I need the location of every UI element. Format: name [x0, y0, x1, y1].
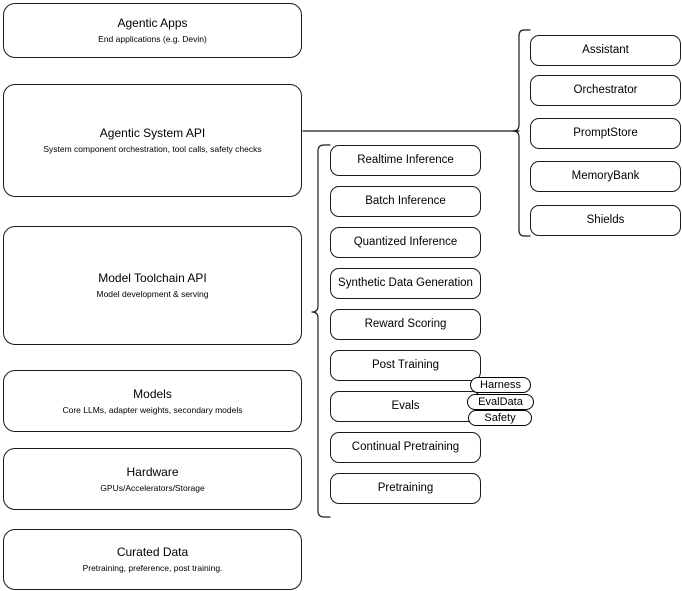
layer-title: Agentic System API [99, 126, 206, 140]
layer-subtitle: Core LLMs, adapter weights, secondary mo… [62, 404, 243, 415]
component-synthetic-data-generation[interactable]: Synthetic Data Generation [330, 268, 481, 299]
component-label: Shields [586, 214, 625, 226]
component-label: Continual Pretraining [351, 441, 460, 453]
component-label: Pretraining [377, 482, 434, 494]
component-batch-inference[interactable]: Batch Inference [330, 186, 481, 217]
layer-model-toolchain-api[interactable]: Model Toolchain API Model development & … [3, 226, 302, 345]
component-label: Post Training [371, 359, 440, 371]
layer-subtitle: System component orchestration, tool cal… [43, 144, 262, 154]
component-orchestrator[interactable]: Orchestrator [530, 75, 681, 106]
brace-system-components [512, 29, 531, 237]
layer-subtitle: GPUs/Accelerators/Storage [100, 482, 205, 493]
layer-agentic-system-api[interactable]: Agentic System API System component orch… [3, 84, 302, 197]
component-continual-pretraining[interactable]: Continual Pretraining [330, 432, 481, 463]
component-label: Assistant [582, 44, 629, 56]
component-quantized-inference[interactable]: Quantized Inference [330, 227, 481, 258]
component-promptstore[interactable]: PromptStore [530, 118, 681, 149]
component-realtime-inference[interactable]: Realtime Inference [330, 145, 481, 176]
component-label: Reward Scoring [364, 318, 447, 330]
layer-agentic-apps[interactable]: Agentic Apps End applications (e.g. Devi… [3, 3, 302, 58]
brace-toolchain-components [311, 144, 331, 518]
layer-title: Hardware [126, 464, 179, 479]
component-label: Synthetic Data Generation [338, 277, 473, 289]
layer-subtitle: Model development & serving [96, 289, 209, 299]
component-shields[interactable]: Shields [530, 205, 681, 236]
component-reward-scoring[interactable]: Reward Scoring [330, 309, 481, 340]
badge-evaldata[interactable]: EvalData [467, 394, 534, 410]
component-pretraining[interactable]: Pretraining [330, 473, 481, 504]
badge-harness[interactable]: Harness [470, 377, 531, 393]
layer-subtitle: Pretraining, preference, post training. [82, 563, 223, 573]
component-label: Batch Inference [365, 195, 446, 207]
component-label: Quantized Inference [353, 236, 458, 248]
layer-title: Agentic Apps [117, 16, 188, 30]
component-memorybank[interactable]: MemoryBank [530, 161, 681, 192]
component-label: Realtime Inference [357, 154, 454, 166]
layer-models[interactable]: Models Core LLMs, adapter weights, secon… [3, 370, 302, 432]
component-label: Orchestrator [573, 84, 638, 96]
layer-hardware[interactable]: Hardware GPUs/Accelerators/Storage [3, 448, 302, 510]
component-assistant[interactable]: Assistant [530, 35, 681, 66]
badge-safety[interactable]: Safety [468, 410, 532, 426]
layer-title: Curated Data [116, 545, 189, 559]
layer-title: Models [133, 386, 172, 401]
layer-title: Model Toolchain API [98, 271, 207, 285]
layer-subtitle: End applications (e.g. Devin) [98, 34, 207, 44]
component-evals[interactable]: Evals [330, 391, 481, 422]
component-label: PromptStore [573, 127, 638, 139]
layer-curated-data[interactable]: Curated Data Pretraining, preference, po… [3, 529, 302, 590]
component-post-training[interactable]: Post Training [330, 350, 481, 381]
component-label: Evals [391, 400, 420, 412]
component-label: MemoryBank [571, 170, 640, 182]
